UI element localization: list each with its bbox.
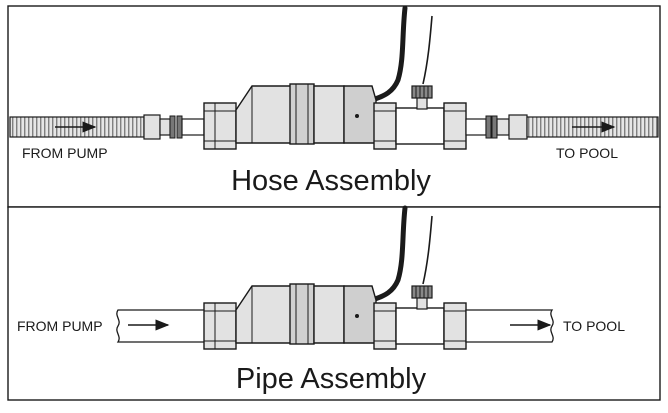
hose-from-pump-label: FROM PUMP [22,145,108,161]
inlet-pipe [116,309,207,343]
hose-assembly-panel: FROM PUMP TO POOL Hose Assembly [7,5,661,208]
pipe-assembly-panel: FROM PUMP TO POOL Pipe Assembly [7,207,661,401]
outlet-pipe [465,309,554,343]
pipe-assembly-title: Pipe Assembly [236,363,427,395]
pipe-from-pump-label: FROM PUMP [17,318,103,334]
hose-to-pool-label: TO POOL [556,145,618,161]
inlet-hose-adapter [143,114,205,140]
outlet-hose-adapter [465,114,528,140]
hose-assembly-title: Hose Assembly [231,165,431,197]
pipe-to-pool-label: TO POOL [563,318,625,334]
